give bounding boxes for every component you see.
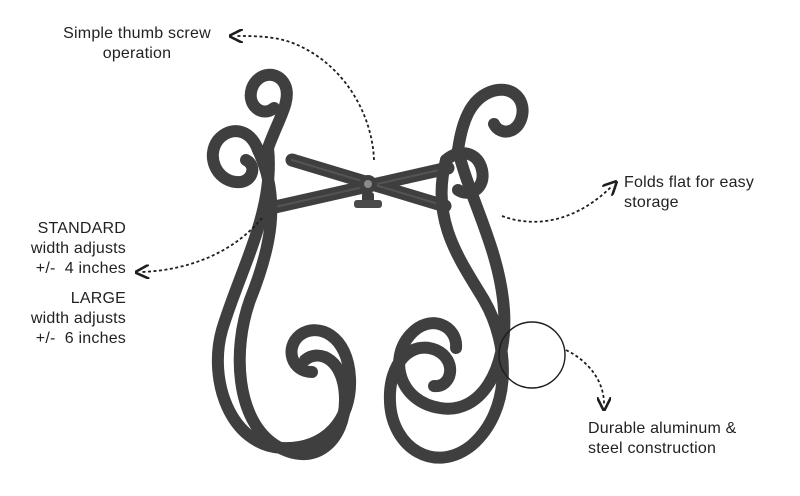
arrow-durable [565, 349, 604, 404]
leg-front-left [233, 144, 351, 461]
callout-folds-flat-line1: Folds flat for easy [624, 174, 755, 191]
callout-durable-line2: steel construction [588, 440, 717, 457]
arrow-folds-flat [501, 186, 612, 223]
detail-circle [498, 321, 566, 389]
callout-thumb-screw: Simple thumb screw operation [52, 24, 222, 64]
thumb-screw-hub [354, 175, 382, 208]
callout-durable-line1: Durable aluminum & [588, 420, 737, 437]
stand-frame [206, 68, 529, 464]
callout-standard-line3: +/- 4 inches [35, 260, 126, 277]
callout-large-width: LARGE width adjusts +/- 6 inches [14, 289, 126, 349]
callout-standard-width: STANDARD width adjusts +/- 4 inches [14, 219, 126, 279]
leg-back-left [211, 142, 357, 455]
callout-standard-line2: width adjusts [30, 240, 126, 257]
leg-front-right [383, 154, 509, 464]
callout-thumb-screw-line2: operation [102, 45, 172, 62]
callout-durable: Durable aluminum & steel construction [588, 419, 788, 459]
callout-folds-flat: Folds flat for easy storage [624, 173, 794, 213]
callout-folds-flat-line2: storage [624, 194, 679, 211]
callout-large-line2: width adjusts [30, 310, 126, 327]
callout-standard-line1: STANDARD [37, 220, 126, 237]
callout-large-line3: +/- 6 inches [35, 330, 126, 347]
callout-thumb-screw-line1: Simple thumb screw [63, 25, 211, 42]
callout-large-line1: LARGE [70, 290, 126, 307]
leg-back-right [393, 144, 511, 415]
